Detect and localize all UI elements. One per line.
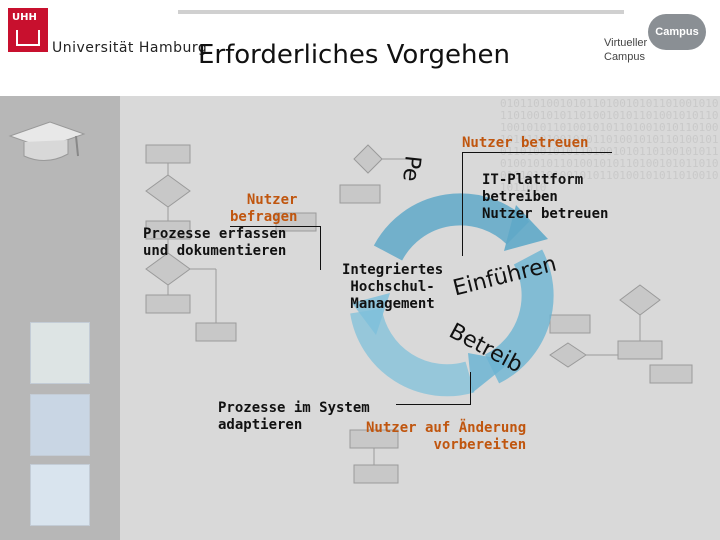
uhh-logo: UHH xyxy=(8,8,48,52)
slide-header: UHH Universität Hamburg Erforderliches V… xyxy=(0,0,720,96)
side-tile-3 xyxy=(30,464,90,526)
side-tile-2 xyxy=(30,394,90,456)
flowchart-background xyxy=(145,144,693,484)
page-title: Erforderliches Vorgehen xyxy=(198,40,510,70)
label-nutzer-befragen: Nutzer befragen xyxy=(230,192,298,225)
uhh-logo-text: UHH xyxy=(12,12,37,23)
slide-background xyxy=(120,96,720,540)
campus-line2: Campus xyxy=(604,51,645,63)
label-prozesse-erfassen: Prozesse erfassen und dokumentieren xyxy=(143,226,287,259)
campus-line1: Virtueller xyxy=(604,37,648,49)
side-tile-1 xyxy=(30,322,90,384)
label-it-plattform: IT-Plattform betreiben Nutzer betreuen xyxy=(482,172,609,222)
label-prozesse-system: Prozesse im System adaptieren xyxy=(218,400,370,433)
label-nutzer-aenderung: Nutzer auf Änderung vorbereiten xyxy=(366,420,527,453)
university-name: Universität Hamburg xyxy=(52,40,208,56)
rotated-label-pe: Pe xyxy=(397,154,425,183)
header-divider xyxy=(178,10,624,14)
label-center: Integriertes Hochschul- Management xyxy=(342,262,444,312)
graduation-cap-icon xyxy=(8,121,86,161)
campus-badge: Campus xyxy=(648,14,706,50)
virtual-campus-logo: Campus Virtueller Campus xyxy=(604,10,712,80)
binary-pattern: 0101101001010110100101011010010101101001… xyxy=(500,98,719,194)
label-nutzer-betreuen-top: Nutzer betreuen xyxy=(462,135,589,151)
